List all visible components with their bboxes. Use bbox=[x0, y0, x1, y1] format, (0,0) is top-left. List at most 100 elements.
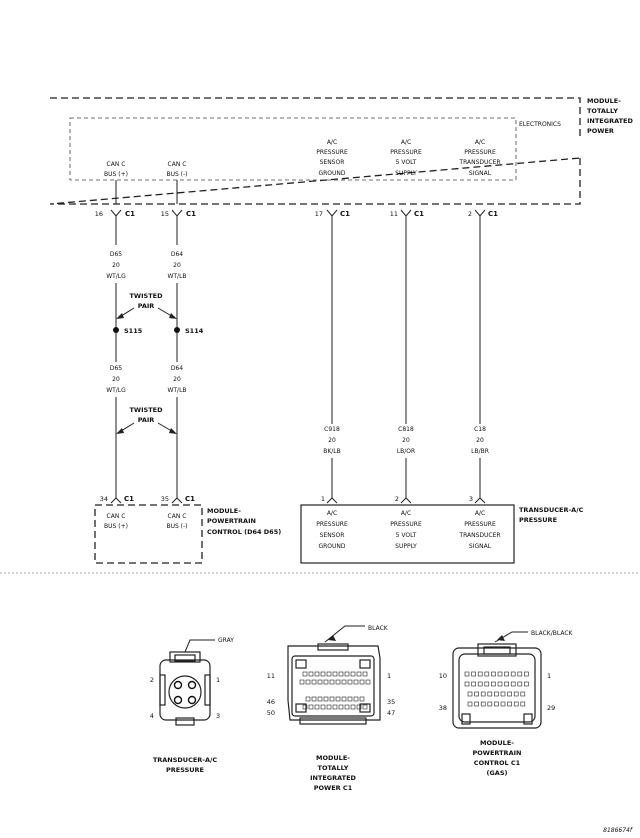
tipm-label-5v-supply: A/C PRESSURE 5 VOLT SUPPLY bbox=[390, 139, 422, 177]
svg-text:20: 20 bbox=[173, 262, 181, 269]
svg-text:PRESSURE: PRESSURE bbox=[166, 766, 204, 774]
svg-text:BK/LB: BK/LB bbox=[323, 448, 341, 455]
svg-text:PRESSURE: PRESSURE bbox=[464, 521, 496, 528]
svg-text:3: 3 bbox=[469, 495, 473, 503]
svg-text:CONTROL (D64 D65): CONTROL (D64 D65) bbox=[207, 528, 281, 536]
svg-text:15: 15 bbox=[161, 210, 169, 218]
transducer-pin-1: 1 bbox=[321, 495, 338, 504]
svg-text:S114: S114 bbox=[185, 327, 204, 335]
connector-transducer-view: GRAY 2 1 4 3 TRANSDUCER-A/C PRESSURE bbox=[150, 637, 234, 774]
svg-text:GRAY: GRAY bbox=[218, 637, 234, 644]
tipm-internal-leads bbox=[115, 180, 178, 204]
svg-text:CAN C: CAN C bbox=[107, 513, 126, 520]
tipm-label-transducer-signal: A/C PRESSURE TRANSDUCER SIGNAL bbox=[458, 139, 500, 177]
svg-text:C1: C1 bbox=[414, 210, 424, 218]
svg-text:A/C: A/C bbox=[327, 510, 337, 517]
svg-text:SUPPLY: SUPPLY bbox=[395, 170, 417, 177]
transducer-module-label: TRANSDUCER-A/C PRESSURE bbox=[519, 506, 584, 524]
electronics-label: ELECTRONICS bbox=[519, 121, 561, 128]
svg-text:WT/LB: WT/LB bbox=[167, 387, 186, 394]
svg-text:MODULE-: MODULE- bbox=[587, 97, 621, 105]
svg-text:46: 46 bbox=[267, 698, 275, 706]
svg-text:SIGNAL: SIGNAL bbox=[469, 543, 492, 550]
lower-wire-labels: D65 20 WT/LG D64 20 WT/LB bbox=[106, 365, 186, 394]
svg-text:TRANSDUCER-A/C: TRANSDUCER-A/C bbox=[153, 756, 218, 764]
svg-text:11: 11 bbox=[267, 672, 275, 680]
splice-s114: S114 bbox=[174, 327, 204, 335]
svg-text:D64: D64 bbox=[171, 365, 183, 372]
svg-text:C818: C818 bbox=[398, 426, 414, 433]
svg-text:POWERTRAIN: POWERTRAIN bbox=[473, 749, 522, 757]
svg-text:TOTALLY: TOTALLY bbox=[318, 764, 349, 772]
svg-text:TRANSDUCER-A/C: TRANSDUCER-A/C bbox=[519, 506, 584, 514]
svg-text:CAN C: CAN C bbox=[107, 161, 126, 168]
svg-text:INTEGRATED: INTEGRATED bbox=[587, 117, 633, 125]
svg-text:S115: S115 bbox=[124, 327, 143, 335]
svg-text:SUPPLY: SUPPLY bbox=[395, 543, 417, 550]
svg-text:PRESSURE: PRESSURE bbox=[519, 516, 557, 524]
tipm-c1-pin-cavities bbox=[299, 671, 371, 710]
svg-text:BLACK/BLACK: BLACK/BLACK bbox=[531, 630, 574, 637]
svg-text:38: 38 bbox=[439, 704, 447, 712]
sensor-wire-labels: C918 20 BK/LB C818 20 LB/OR C18 20 LB/BR bbox=[323, 426, 489, 455]
svg-text:POWER: POWER bbox=[587, 127, 614, 135]
svg-text:WT/LG: WT/LG bbox=[106, 387, 126, 394]
svg-text:CAN C: CAN C bbox=[168, 513, 187, 520]
svg-text:29: 29 bbox=[547, 704, 555, 712]
svg-text:17: 17 bbox=[315, 210, 323, 218]
tipm-pin-15: 15 C1 bbox=[161, 209, 196, 218]
svg-text:A/C: A/C bbox=[327, 139, 337, 146]
svg-text:INTEGRATED: INTEGRATED bbox=[310, 774, 356, 782]
svg-text:WT/LG: WT/LG bbox=[106, 273, 126, 280]
figure-id: 8186674f bbox=[603, 827, 633, 834]
svg-text:BLACK: BLACK bbox=[368, 625, 389, 632]
svg-text:A/C: A/C bbox=[475, 510, 485, 517]
transducer-module-outline bbox=[300, 504, 515, 564]
svg-text:SENSOR: SENSOR bbox=[320, 159, 345, 166]
svg-text:MODULE-: MODULE- bbox=[316, 754, 350, 762]
svg-text:PRESSURE: PRESSURE bbox=[390, 149, 422, 156]
svg-text:2: 2 bbox=[395, 495, 399, 503]
svg-text:BUS (+): BUS (+) bbox=[104, 171, 128, 178]
svg-text:GROUND: GROUND bbox=[318, 543, 345, 550]
svg-text:1: 1 bbox=[321, 495, 325, 503]
svg-text:D65: D65 bbox=[110, 365, 122, 372]
svg-text:SIGNAL: SIGNAL bbox=[469, 170, 492, 177]
svg-text:C18: C18 bbox=[474, 426, 486, 433]
svg-text:PRESSURE: PRESSURE bbox=[390, 521, 422, 528]
svg-text:C1: C1 bbox=[124, 495, 134, 503]
svg-text:A/C: A/C bbox=[401, 139, 411, 146]
svg-text:TRANSDUCER: TRANSDUCER bbox=[458, 159, 500, 166]
svg-text:BUS (-): BUS (-) bbox=[166, 171, 187, 178]
svg-text:D65: D65 bbox=[110, 251, 122, 258]
svg-text:20: 20 bbox=[402, 437, 410, 444]
tipm-function-labels: CAN C BUS (+) CAN C BUS (-) A/C PRESSURE… bbox=[104, 139, 501, 178]
svg-text:C1: C1 bbox=[186, 210, 196, 218]
svg-text:PAIR: PAIR bbox=[138, 416, 155, 424]
svg-text:TRANSDUCER: TRANSDUCER bbox=[458, 532, 500, 539]
svg-text:LB/BR: LB/BR bbox=[471, 448, 489, 455]
svg-text:BUS (+): BUS (+) bbox=[104, 523, 128, 530]
svg-text:4: 4 bbox=[150, 712, 154, 720]
svg-text:CONTROL C1: CONTROL C1 bbox=[474, 759, 521, 767]
svg-text:GROUND: GROUND bbox=[318, 170, 345, 177]
electronics-inner-box bbox=[69, 117, 517, 181]
svg-text:D64: D64 bbox=[171, 251, 183, 258]
svg-text:TWISTED: TWISTED bbox=[130, 292, 164, 300]
svg-text:3: 3 bbox=[216, 712, 220, 720]
tipm-module-outline bbox=[49, 97, 581, 205]
svg-text:5 VOLT: 5 VOLT bbox=[396, 159, 417, 166]
svg-text:TWISTED: TWISTED bbox=[130, 406, 164, 414]
tipm-module-label: MODULE- TOTALLY INTEGRATED POWER bbox=[587, 97, 633, 135]
svg-text:35: 35 bbox=[387, 698, 395, 706]
connector-tipm-c1-view: BLACK 11 1 46 50 35 47 MODULE- TOTALLY I… bbox=[267, 625, 396, 792]
svg-text:20: 20 bbox=[173, 376, 181, 383]
svg-text:C1: C1 bbox=[125, 210, 135, 218]
twisted-pair-upper: TWISTED PAIR bbox=[116, 292, 177, 319]
splice-s115: S115 bbox=[113, 327, 143, 335]
tipm-label-can-bus-minus: CAN C BUS (-) bbox=[166, 161, 187, 178]
svg-text:PAIR: PAIR bbox=[138, 302, 155, 310]
tipm-label-sensor-ground: A/C PRESSURE SENSOR GROUND bbox=[316, 139, 348, 177]
svg-text:PRESSURE: PRESSURE bbox=[316, 149, 348, 156]
tipm-pin-2: 2 C1 bbox=[468, 209, 498, 218]
